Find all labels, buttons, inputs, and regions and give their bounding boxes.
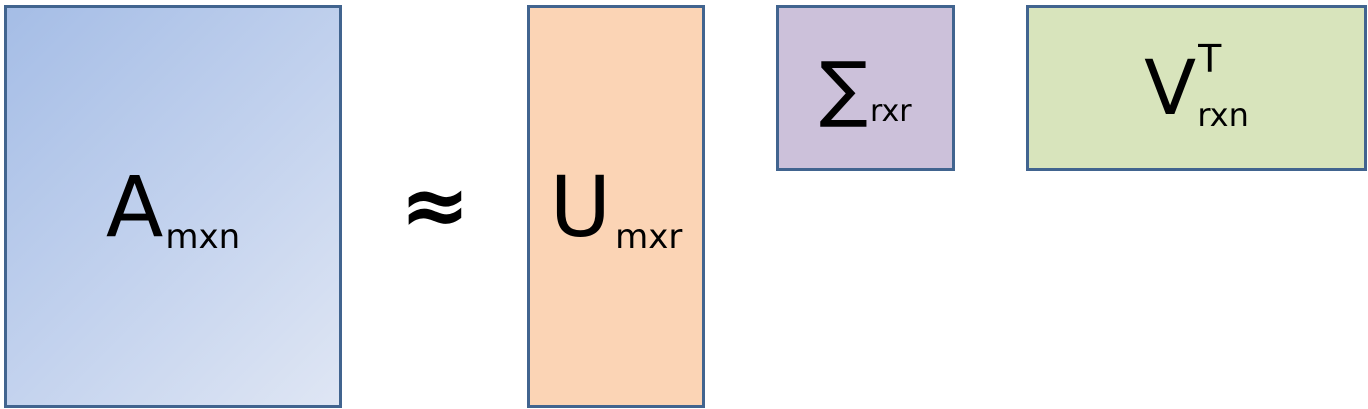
matrix-sigma-label: ∑ rxr (819, 46, 912, 130)
matrix-v-label: V T rxn (1144, 40, 1249, 132)
matrix-a-label: A mxn (105, 157, 240, 256)
matrix-u-box: U mxr (527, 5, 705, 408)
matrix-v-box: V T rxn (1026, 5, 1367, 171)
approx-symbol: ≈ (399, 156, 471, 254)
matrix-v-transpose: T (1198, 37, 1222, 81)
matrix-u-dimensions: mxr (615, 216, 683, 257)
matrix-u-label: U mxr (549, 157, 683, 256)
matrix-a-dimensions: mxn (165, 216, 241, 257)
matrix-sigma-box: ∑ rxr (776, 5, 955, 171)
matrix-a-box: A mxn (4, 5, 342, 408)
matrix-v-dimensions: rxn (1197, 96, 1249, 134)
matrix-sigma-dimensions: rxr (869, 94, 912, 129)
matrix-sigma-symbol: ∑ (819, 46, 868, 130)
matrix-v-symbol: V (1144, 43, 1197, 132)
matrix-u-symbol: U (549, 157, 612, 256)
matrix-a-symbol: A (105, 157, 164, 256)
